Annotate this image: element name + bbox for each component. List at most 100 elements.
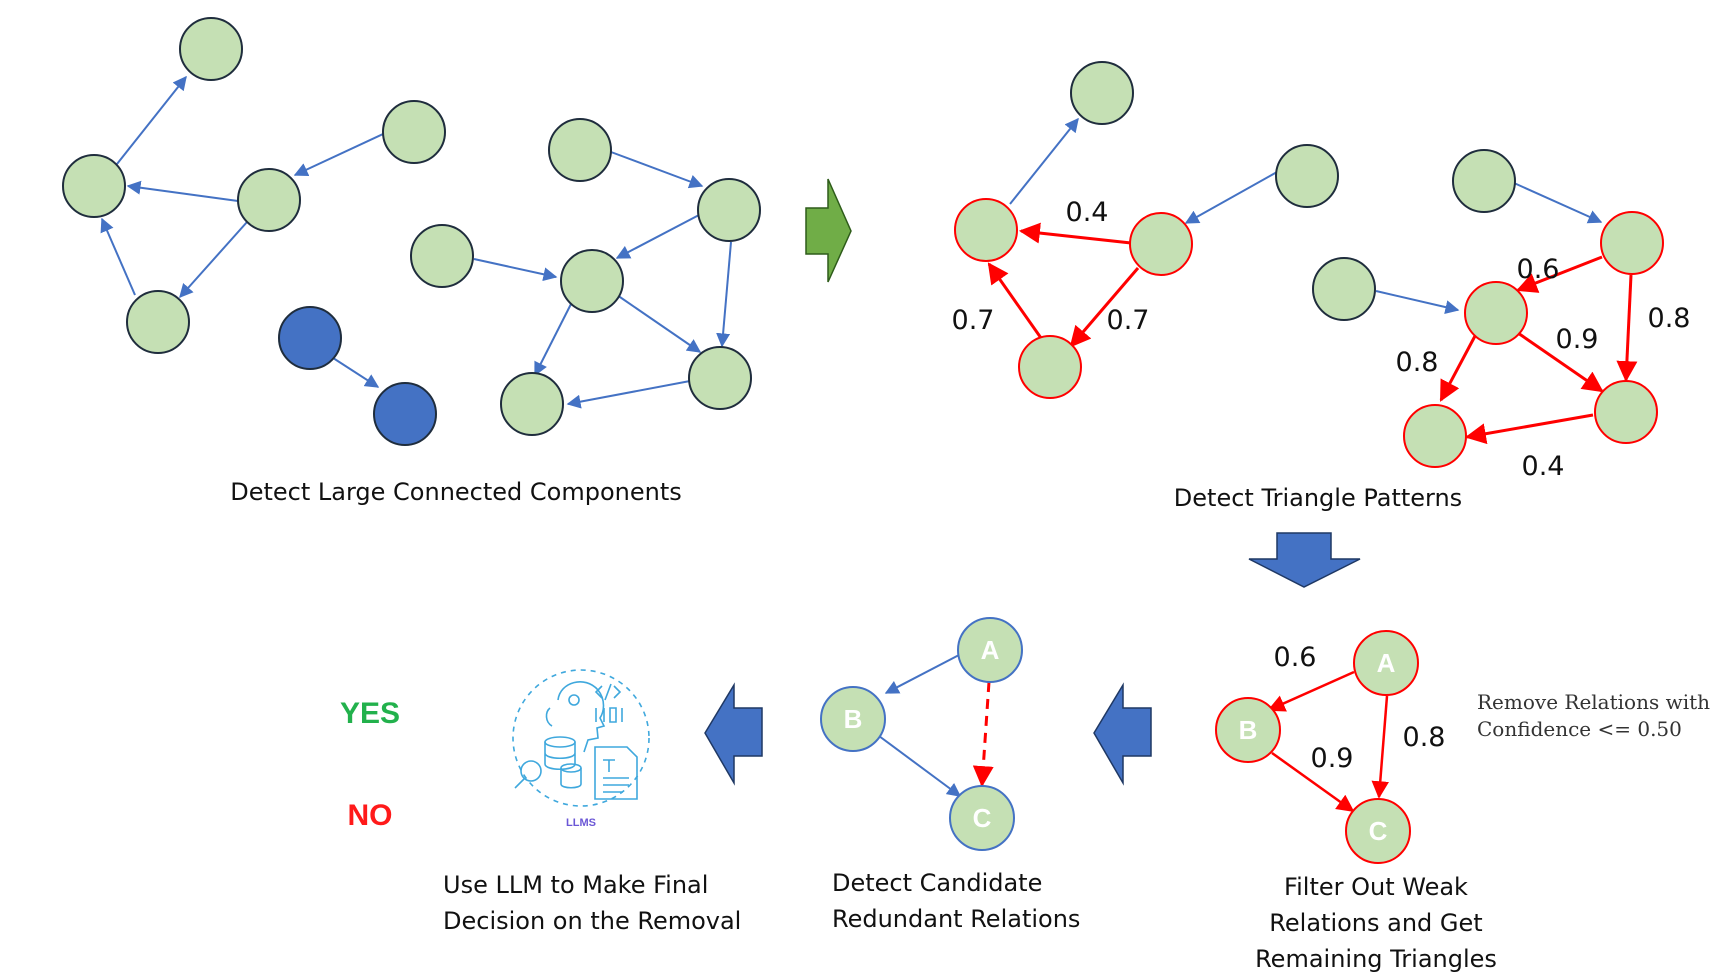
connected-components-caption: Detect Large Connected Components bbox=[230, 478, 682, 506]
filter-caption-line: Relations and Get bbox=[1269, 909, 1482, 937]
triangle-node bbox=[954, 198, 1018, 262]
edge bbox=[616, 294, 702, 353]
llm-icon bbox=[512, 669, 650, 807]
edge bbox=[126, 180, 239, 202]
yes-label: YES bbox=[340, 697, 400, 730]
right-arrow-icon bbox=[805, 178, 852, 283]
filter-rule-line: Remove Relations with bbox=[1477, 690, 1710, 714]
node-label: B bbox=[1239, 715, 1258, 745]
graph-node bbox=[179, 17, 243, 81]
edge bbox=[1375, 290, 1460, 314]
graph-node bbox=[697, 178, 761, 242]
red-edge bbox=[1439, 335, 1477, 402]
graph-node bbox=[688, 346, 752, 410]
filter-caption-line: Remaining Triangles bbox=[1255, 945, 1497, 973]
graph-node bbox=[382, 100, 446, 164]
node-c bbox=[949, 785, 1015, 851]
edge-weight: 0.7 bbox=[1107, 305, 1150, 336]
edge bbox=[610, 151, 704, 189]
llm-icon-label: LLMS bbox=[566, 817, 596, 829]
edge-weight: 0.8 bbox=[1396, 347, 1439, 378]
red-edge bbox=[1371, 695, 1389, 799]
edge bbox=[1513, 182, 1603, 224]
triangle-node bbox=[1600, 211, 1664, 275]
node-b bbox=[1215, 697, 1281, 763]
node-label: A bbox=[1377, 648, 1396, 678]
triangle-node bbox=[1018, 335, 1082, 399]
candidate-caption-line: Redundant Relations bbox=[832, 905, 1080, 933]
left-arrow-icon bbox=[704, 682, 763, 786]
filter-caption-line: Filter Out Weak bbox=[1284, 873, 1468, 901]
triangle-node bbox=[1403, 404, 1467, 468]
edge-weight: 0.9 bbox=[1311, 743, 1354, 774]
node-a bbox=[957, 617, 1023, 683]
graph-node bbox=[1275, 144, 1339, 208]
node-label: B bbox=[844, 704, 863, 734]
red-edge bbox=[1069, 267, 1140, 348]
edge bbox=[179, 221, 248, 299]
graph-node bbox=[1452, 149, 1516, 213]
edge-weight: 0.4 bbox=[1066, 197, 1109, 228]
node-c bbox=[1345, 798, 1411, 864]
edge bbox=[534, 303, 572, 377]
red-edge bbox=[987, 262, 1043, 339]
edge-weight: 0.9 bbox=[1556, 324, 1599, 355]
edge bbox=[473, 258, 558, 282]
red-edge bbox=[1464, 413, 1594, 445]
down-arrow-icon bbox=[1248, 532, 1361, 588]
llm-caption-line: Use LLM to Make Final bbox=[443, 871, 708, 899]
edge bbox=[1184, 171, 1278, 224]
triangle-patterns-caption: Detect Triangle Patterns bbox=[1174, 484, 1462, 512]
isolated-node bbox=[373, 382, 437, 446]
graph-node bbox=[126, 290, 190, 354]
graph-node bbox=[500, 372, 564, 436]
node-b bbox=[820, 686, 886, 752]
edge-weight: 0.6 bbox=[1517, 254, 1560, 285]
isolated-node bbox=[278, 306, 342, 370]
node-label: A bbox=[981, 635, 1000, 665]
graph-node bbox=[237, 168, 301, 232]
filtered-triangle-graph: A B C bbox=[1215, 630, 1419, 864]
edge-weight: 0.4 bbox=[1522, 451, 1565, 482]
red-edge bbox=[1616, 274, 1638, 383]
no-label: NO bbox=[348, 799, 393, 832]
graph-node bbox=[560, 249, 624, 313]
red-edge bbox=[1267, 670, 1355, 712]
graph-node bbox=[410, 224, 474, 288]
redundant-edge bbox=[972, 681, 994, 788]
triangle-node bbox=[1594, 380, 1658, 444]
left-arrow-icon bbox=[1093, 682, 1152, 786]
edge-weight: 0.8 bbox=[1648, 303, 1691, 334]
graph-node bbox=[62, 154, 126, 218]
llm-caption-line: Decision on the Removal bbox=[443, 907, 741, 935]
red-edge bbox=[1517, 331, 1604, 393]
edge bbox=[878, 735, 962, 797]
filter-rule-line: Confidence <= 0.50 bbox=[1477, 717, 1682, 741]
node-label: C bbox=[973, 803, 992, 833]
edge-weight: 0.6 bbox=[1274, 642, 1317, 673]
edge bbox=[100, 217, 136, 296]
edge bbox=[884, 654, 960, 694]
node-a bbox=[1353, 630, 1419, 696]
edge bbox=[293, 133, 384, 177]
graph-node bbox=[1312, 257, 1376, 321]
edge bbox=[615, 214, 700, 259]
node-label: C bbox=[1369, 816, 1388, 846]
red-edge bbox=[1271, 751, 1355, 813]
edge bbox=[329, 355, 380, 388]
triangle-node bbox=[1129, 212, 1193, 276]
red-edge bbox=[1018, 222, 1132, 245]
graph-node bbox=[1070, 61, 1134, 125]
edge bbox=[566, 380, 691, 409]
candidate-redundant-graph: A B C bbox=[820, 617, 1023, 851]
edge-weight: 0.8 bbox=[1403, 722, 1446, 753]
graph-node bbox=[548, 118, 612, 182]
triangle-node bbox=[1464, 281, 1528, 345]
triangle-patterns-graph bbox=[954, 61, 1664, 468]
edge bbox=[1009, 117, 1079, 205]
edge bbox=[716, 241, 732, 348]
connected-components-graph bbox=[62, 17, 761, 446]
edge bbox=[116, 75, 187, 165]
red-edge bbox=[1516, 255, 1603, 293]
